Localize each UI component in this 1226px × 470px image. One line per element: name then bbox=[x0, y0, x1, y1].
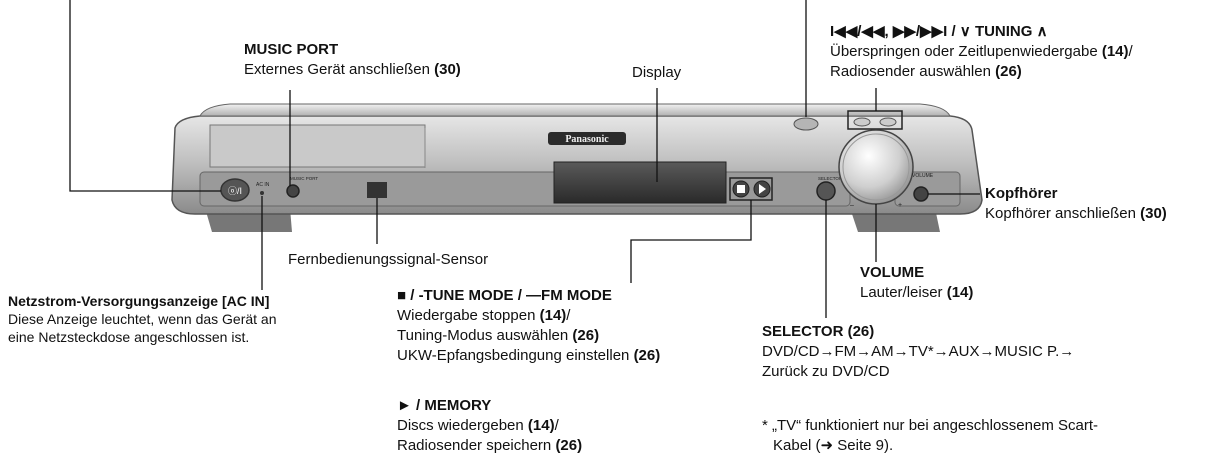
callout-display: Display bbox=[632, 63, 681, 83]
ac-in-label: AC IN bbox=[256, 182, 270, 188]
stop-ref2: (26) bbox=[572, 327, 600, 344]
tuning-buttons-box bbox=[847, 110, 903, 130]
callout-sensor: Fernbedienungssignal-Sensor bbox=[288, 250, 488, 270]
stop-ref1: (14) bbox=[539, 307, 567, 324]
callout-music-port: MUSIC PORT Externes Gerät anschließen (3… bbox=[244, 40, 461, 80]
callout-stop: ■ / -TUNE MODE / —FM MODE Wiedergabe sto… bbox=[397, 286, 660, 366]
selector-title: SELECTOR (26) bbox=[762, 323, 875, 340]
remote-sensor bbox=[367, 182, 387, 198]
callout-volume: VOLUME Lauter/leiser (14) bbox=[860, 263, 973, 303]
volume-label: VOLUME bbox=[912, 173, 934, 179]
music-port-title: MUSIC PORT bbox=[244, 41, 339, 58]
selector-desc2: Zurück zu DVD/CD bbox=[762, 363, 890, 380]
headphones-title: Kopfhörer bbox=[985, 185, 1058, 202]
headphone-jack bbox=[913, 186, 929, 202]
volume-ref: (14) bbox=[946, 284, 974, 301]
headphones-ref: (30) bbox=[1140, 205, 1167, 222]
volume-knob bbox=[838, 129, 914, 205]
play-suffix1: / bbox=[554, 417, 559, 434]
callout-play: ► / MEMORY Discs wiedergeben (14)/ Radio… bbox=[397, 396, 582, 456]
volume-minus: – bbox=[850, 202, 854, 209]
tuning-ref2: (26) bbox=[995, 63, 1022, 80]
play-ref1: (14) bbox=[527, 417, 555, 434]
selector-desc1: DVD/CD→FM→AM→TV*→AUX→MUSIC P.→ bbox=[762, 343, 1075, 360]
footnote-line2: Kabel (➜ Seite 9). bbox=[773, 437, 894, 454]
footnote-line1: * „TV“ funktioniert nur bei angeschlosse… bbox=[762, 417, 1098, 434]
svg-text:ⓞ/I: ⓞ/I bbox=[228, 186, 242, 196]
display-panel bbox=[553, 161, 727, 204]
stop-line3: UKW-Epfangsbedingung einstellen bbox=[397, 347, 630, 364]
volume-desc: Lauter/leiser bbox=[860, 284, 943, 301]
volume-plus: + bbox=[898, 202, 902, 209]
tuning-title: I◀◀/◀◀, ▶▶/▶▶I / ∨ TUNING ∧ bbox=[830, 23, 1048, 40]
stop-suffix1: / bbox=[566, 307, 571, 324]
play-title: ► / MEMORY bbox=[397, 397, 492, 414]
tuning-desc2: Radiosender auswählen bbox=[830, 63, 991, 80]
callout-tuning: I◀◀/◀◀, ▶▶/▶▶I / ∨ TUNING ∧ Überspringen… bbox=[830, 22, 1133, 82]
ac-indicator-title: Netzstrom-Versorgungsanzeige [AC IN] bbox=[8, 293, 270, 309]
callout-ac-indicator: Netzstrom-Versorgungsanzeige [AC IN] Die… bbox=[8, 292, 277, 346]
tuning-desc1: Überspringen oder Zeitlupenwiedergabe bbox=[830, 43, 1098, 60]
tuning-suffix1: / bbox=[1128, 43, 1133, 60]
ac-in-indicator bbox=[260, 191, 264, 195]
play-line2: Radiosender speichern bbox=[397, 437, 552, 454]
music-port-jack bbox=[286, 184, 300, 198]
selector-button bbox=[816, 181, 836, 201]
play-line1: Discs wiedergeben bbox=[397, 417, 524, 434]
power-button bbox=[220, 178, 250, 202]
callout-selector: SELECTOR (26) DVD/CD→FM→AM→TV*→AUX→MUSIC… bbox=[762, 322, 1074, 382]
ac-indicator-desc2: eine Netzsteckdose angeschlossen ist. bbox=[8, 329, 250, 345]
eject-button bbox=[793, 117, 819, 131]
callout-footnote: * „TV“ funktioniert nur bei angeschlosse… bbox=[762, 416, 1098, 456]
device-top bbox=[199, 103, 951, 117]
ac-indicator-desc1: Diese Anzeige leuchtet, wenn das Gerät a… bbox=[8, 311, 277, 327]
callout-headphones: Kopfhörer Kopfhörer anschließen (30) bbox=[985, 184, 1167, 224]
play-ref2: (26) bbox=[555, 437, 583, 454]
music-port-label: MUSIC PORT bbox=[290, 176, 318, 181]
brand-logo: Panasonic bbox=[565, 134, 609, 145]
tuning-ref1: (14) bbox=[1101, 43, 1129, 60]
stop-ref3: (26) bbox=[633, 347, 661, 364]
display-title: Display bbox=[632, 64, 682, 81]
tuning-down-button bbox=[853, 117, 871, 127]
stop-line2: Tuning-Modus auswählen bbox=[397, 327, 569, 344]
music-port-desc: Externes Gerät anschließen bbox=[244, 61, 430, 78]
tuning-up-button bbox=[879, 117, 897, 127]
headphones-desc: Kopfhörer anschließen bbox=[985, 205, 1136, 222]
disc-tray bbox=[209, 124, 426, 168]
sensor-title: Fernbedienungssignal-Sensor bbox=[288, 251, 489, 268]
stop-line1: Wiedergabe stoppen bbox=[397, 307, 536, 324]
selector-label: SELECTOR bbox=[818, 176, 843, 181]
volume-title: VOLUME bbox=[860, 264, 925, 281]
stop-title: ■ / -TUNE MODE / —FM MODE bbox=[397, 287, 612, 304]
music-port-ref: (30) bbox=[434, 61, 461, 78]
